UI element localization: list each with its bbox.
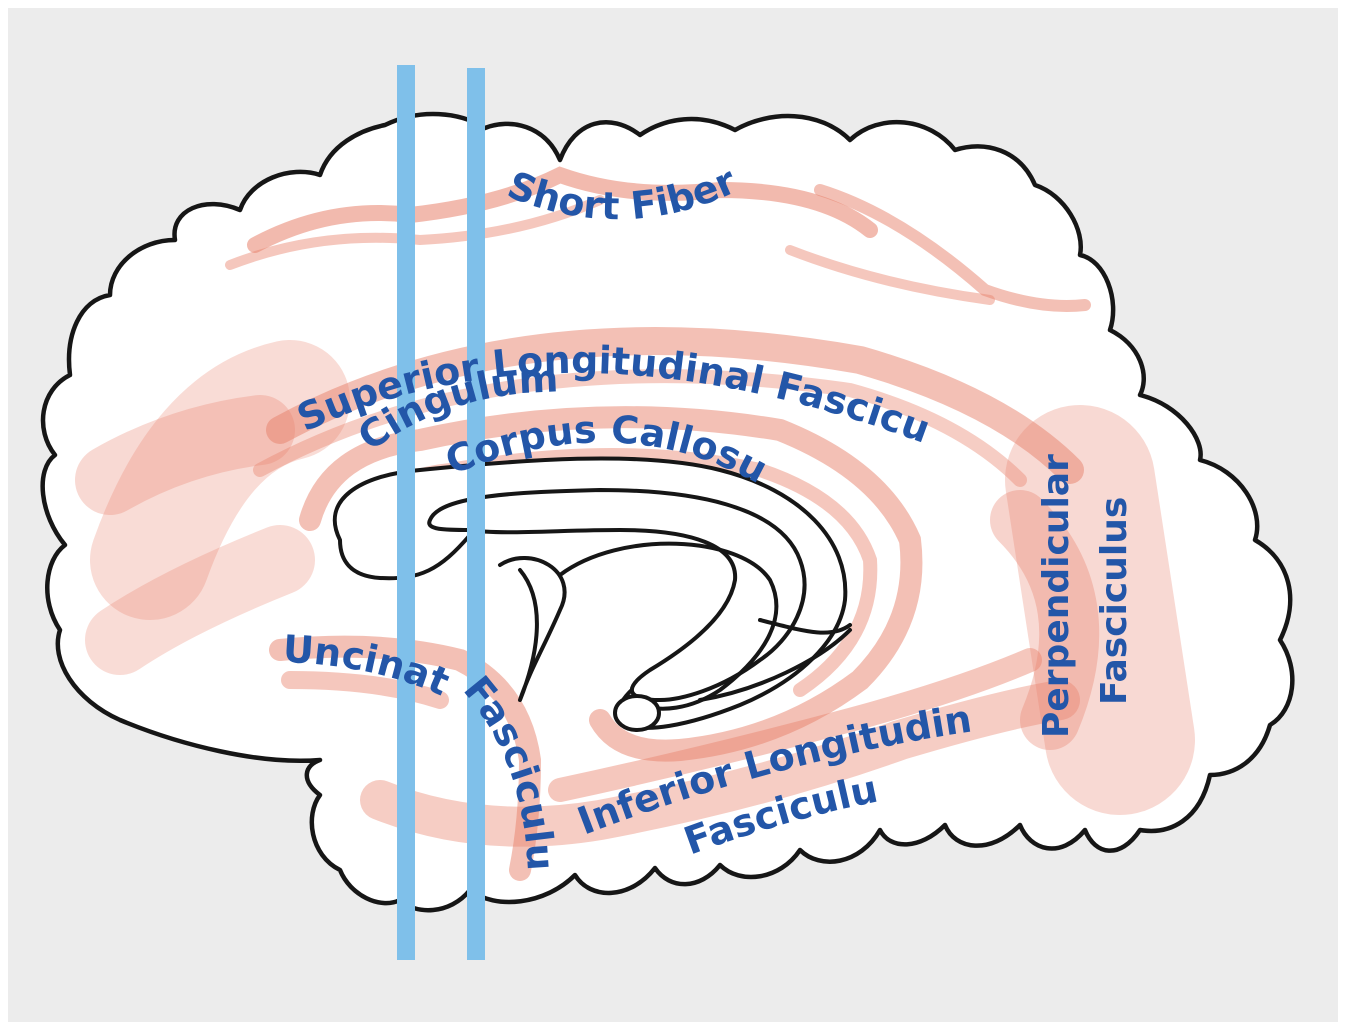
label-perpendicular: Perpendicular (1036, 454, 1077, 738)
slice-line-right (467, 68, 485, 960)
mammillary-body (615, 696, 659, 730)
label-perpendicular-fasciculus: Fasciculus (1094, 497, 1135, 705)
slice-line-left (397, 65, 415, 960)
